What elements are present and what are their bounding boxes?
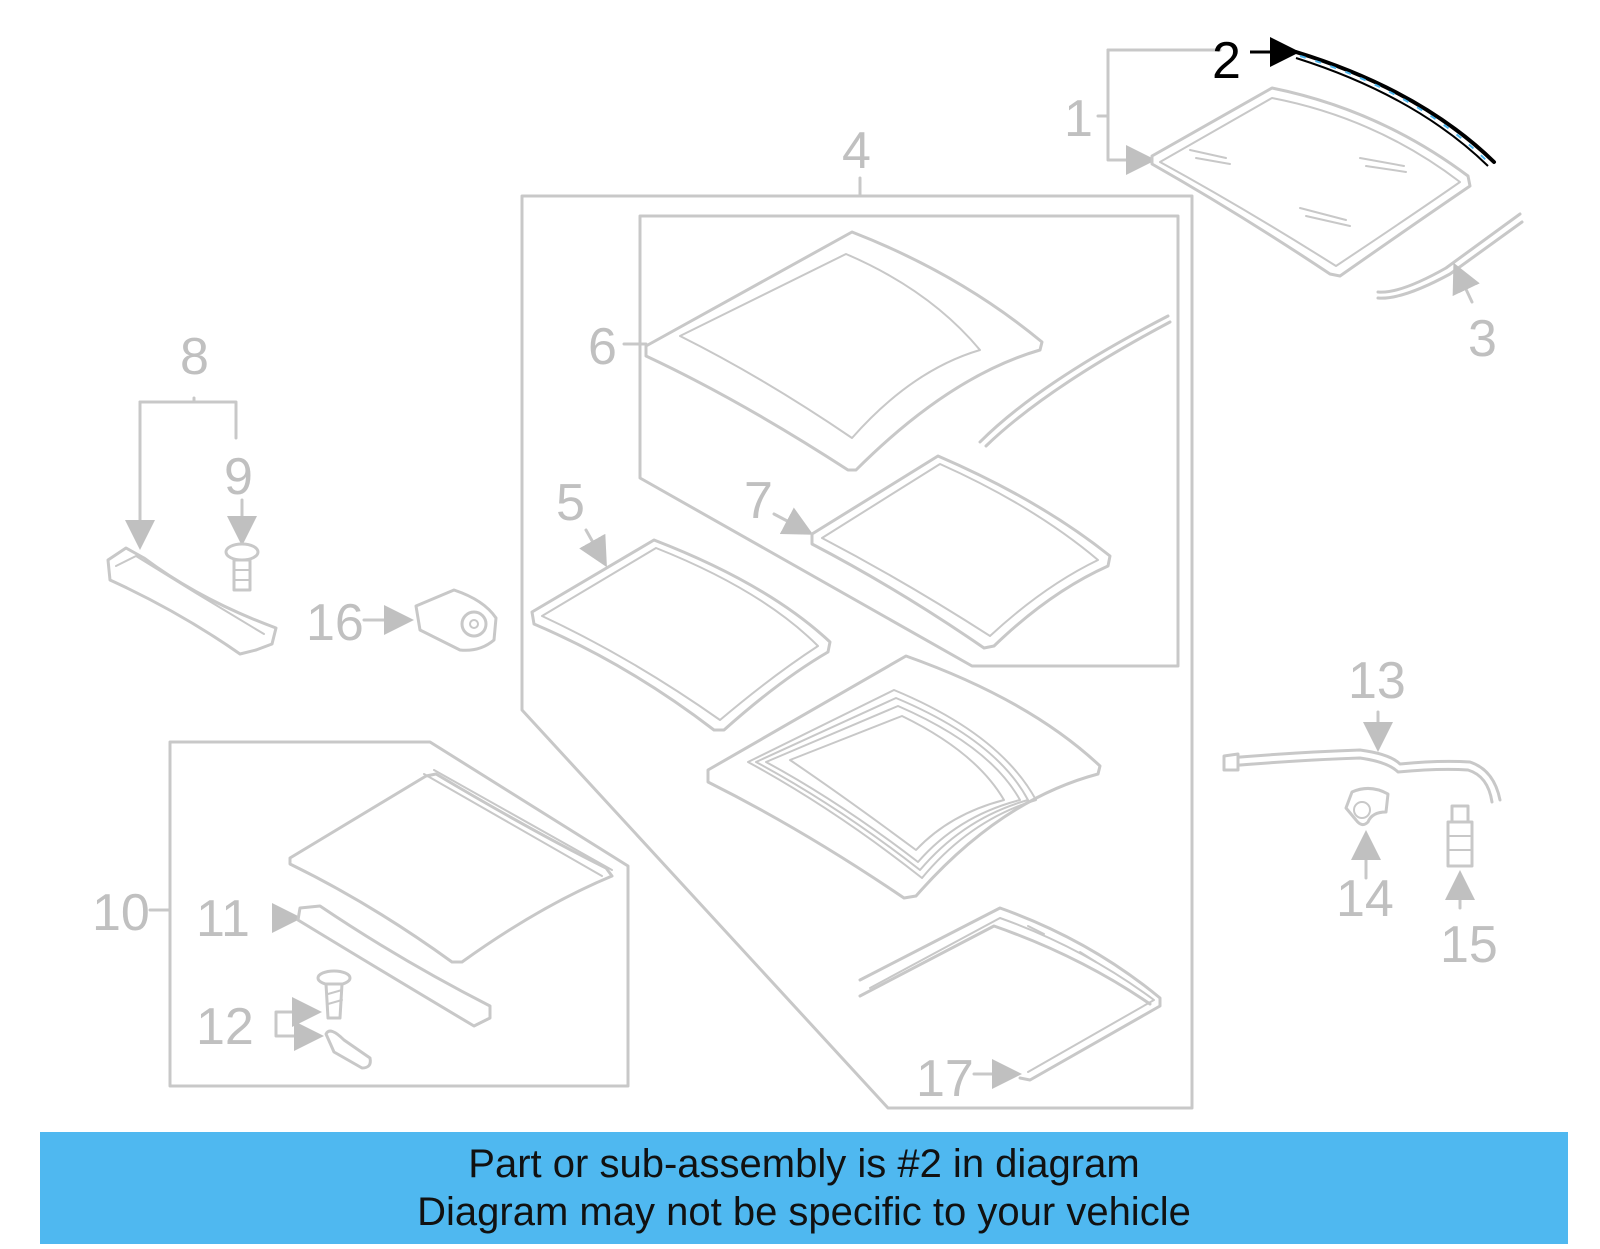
- sunroof-frame: [706, 654, 1102, 900]
- callout-9: 9: [224, 448, 253, 506]
- callout-13: 13: [1348, 652, 1406, 710]
- part-12-screw-clip: [274, 969, 372, 1070]
- part-9-clip: [224, 498, 260, 592]
- callout-17: 17: [916, 1050, 974, 1108]
- banner-line-1: Part or sub-assembly is #2 in diagram: [468, 1142, 1140, 1186]
- callout-7: 7: [744, 472, 773, 530]
- callout-4: 4: [842, 122, 871, 180]
- part-15-valve: [1445, 804, 1475, 910]
- callout-3: 3: [1468, 310, 1497, 368]
- callout-2: 2: [1212, 32, 1241, 90]
- info-banner: Part or sub-assembly is #2 in diagram Di…: [40, 1132, 1568, 1244]
- callout-16: 16: [306, 594, 364, 652]
- callout-14: 14: [1336, 870, 1394, 928]
- part-8-trim-strip: [106, 396, 278, 656]
- banner-line-2: Diagram may not be specific to your vehi…: [417, 1190, 1191, 1234]
- callout-15: 15: [1440, 916, 1498, 974]
- part-6-panel-group: [622, 214, 1180, 668]
- callout-6: 6: [588, 318, 617, 376]
- callout-12: 12: [196, 998, 254, 1056]
- part-2-weatherstrip: [1250, 37, 1496, 167]
- callout-11: 11: [196, 890, 250, 948]
- part-16-motor: [362, 588, 498, 652]
- part-14-clip: [1344, 787, 1390, 880]
- callout-8: 8: [180, 328, 209, 386]
- part-10-sunshade-group: [148, 740, 630, 1088]
- part-4-sunroof-assembly: [520, 176, 1194, 1110]
- callout-5: 5: [556, 474, 585, 532]
- part-3-side-seal: [1376, 212, 1524, 304]
- callout-1: 1: [1064, 90, 1093, 148]
- part-1-glass-panel: [1096, 48, 1472, 278]
- part-13-drain-tube: [1222, 710, 1502, 804]
- part-5-glass: [530, 528, 832, 732]
- part-7-glass: [772, 454, 1112, 650]
- part-17-rail: [858, 906, 1162, 1089]
- callout-10: 10: [92, 884, 150, 942]
- part-11-bar: [272, 903, 492, 1028]
